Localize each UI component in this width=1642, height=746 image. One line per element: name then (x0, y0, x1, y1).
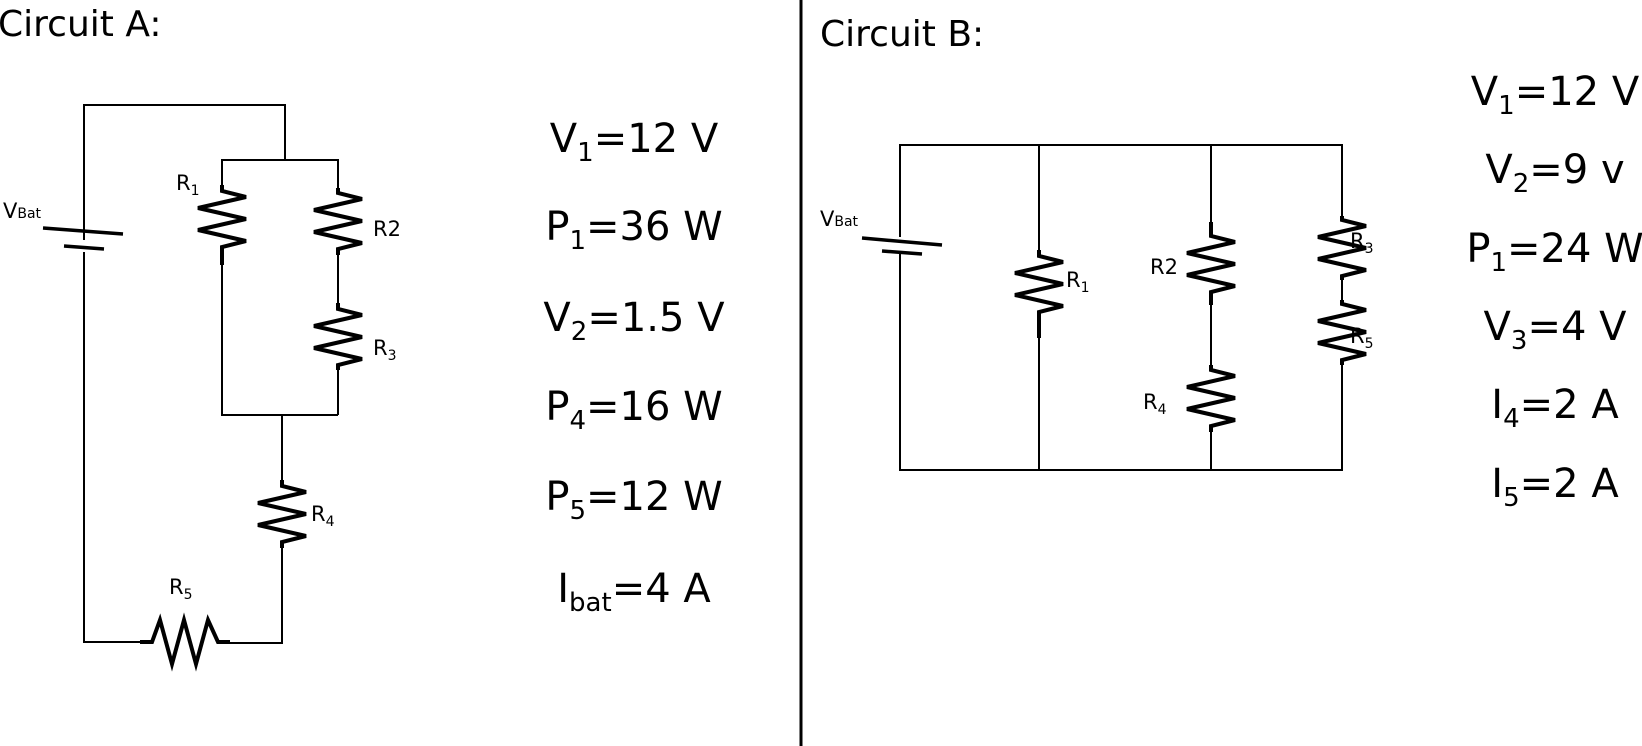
circuit-b-battery (861, 236, 943, 256)
circuit-b-title: Circuit B: (820, 14, 984, 55)
circuit-a-given-3: V2=1.5 V (543, 295, 725, 347)
circuit-a-r2 (313, 188, 363, 255)
circuit-b-r5 (1317, 300, 1367, 365)
circuit-a-given-1: V1=12 V (550, 116, 719, 168)
circuit-a-givens: V1=12 V P1=36 W V2=1.5 V P4=16 W P5=12 W… (543, 116, 725, 618)
circuit-b-battery-label: VBat (820, 207, 859, 231)
circuit-b-given-6: I5=2 A (1491, 461, 1619, 513)
circuit-b-givens: V1=12 V V2=9 v P1=24 W V3=4 V I4=2 A I5=… (1466, 69, 1642, 513)
circuit-a-wires (83, 104, 339, 644)
circuit-b-r2 (1186, 222, 1236, 305)
circuit-a-r4 (257, 480, 307, 548)
circuit-b-r3-label: R3 (1350, 229, 1374, 257)
circuit-a-battery (42, 226, 124, 251)
circuit-a-battery-label: VBat (3, 199, 42, 223)
circuit-b: Circuit B: VBat R1 R2 R3 R4 R5 (820, 14, 1642, 513)
circuit-a-r5 (140, 612, 230, 672)
circuit-b-r5-label: R5 (1350, 324, 1374, 352)
circuit-b-r4 (1186, 365, 1236, 432)
circuit-a-given-6: Ibat=4 A (557, 566, 711, 618)
circuit-b-r1 (1014, 250, 1064, 338)
circuit-a-title: Circuit A: (0, 4, 161, 45)
circuit-a-given-2: P1=36 W (545, 204, 722, 256)
circuit-b-r4-label: R4 (1143, 390, 1167, 418)
circuit-a-r1 (197, 185, 247, 265)
circuit-b-given-1: V1=12 V (1471, 69, 1640, 121)
circuit-b-given-5: I4=2 A (1491, 382, 1619, 434)
circuit-a-r2-label: R2 (373, 217, 401, 241)
circuit-b-given-4: V3=4 V (1484, 304, 1628, 356)
circuit-b-r3 (1317, 216, 1367, 280)
circuit-b-given-3: P1=24 W (1466, 226, 1642, 278)
circuit-a-given-5: P5=12 W (545, 474, 722, 526)
circuit-b-given-2: V2=9 v (1485, 147, 1624, 199)
circuit-a-r1-label: R1 (176, 171, 200, 199)
circuit-b-r1-label: R1 (1066, 268, 1090, 296)
circuit-a: Circuit A: VBat R1 R2 R3 R4 R5 (0, 4, 725, 672)
circuit-a-r3-label: R3 (373, 336, 397, 364)
circuit-b-wires (899, 144, 1343, 471)
circuit-a-r4-label: R4 (311, 502, 335, 530)
circuit-a-r5-label: R5 (169, 575, 193, 603)
circuit-a-r3 (313, 303, 363, 370)
circuit-a-given-4: P4=16 W (545, 384, 722, 436)
circuit-b-r2-label: R2 (1150, 255, 1178, 279)
